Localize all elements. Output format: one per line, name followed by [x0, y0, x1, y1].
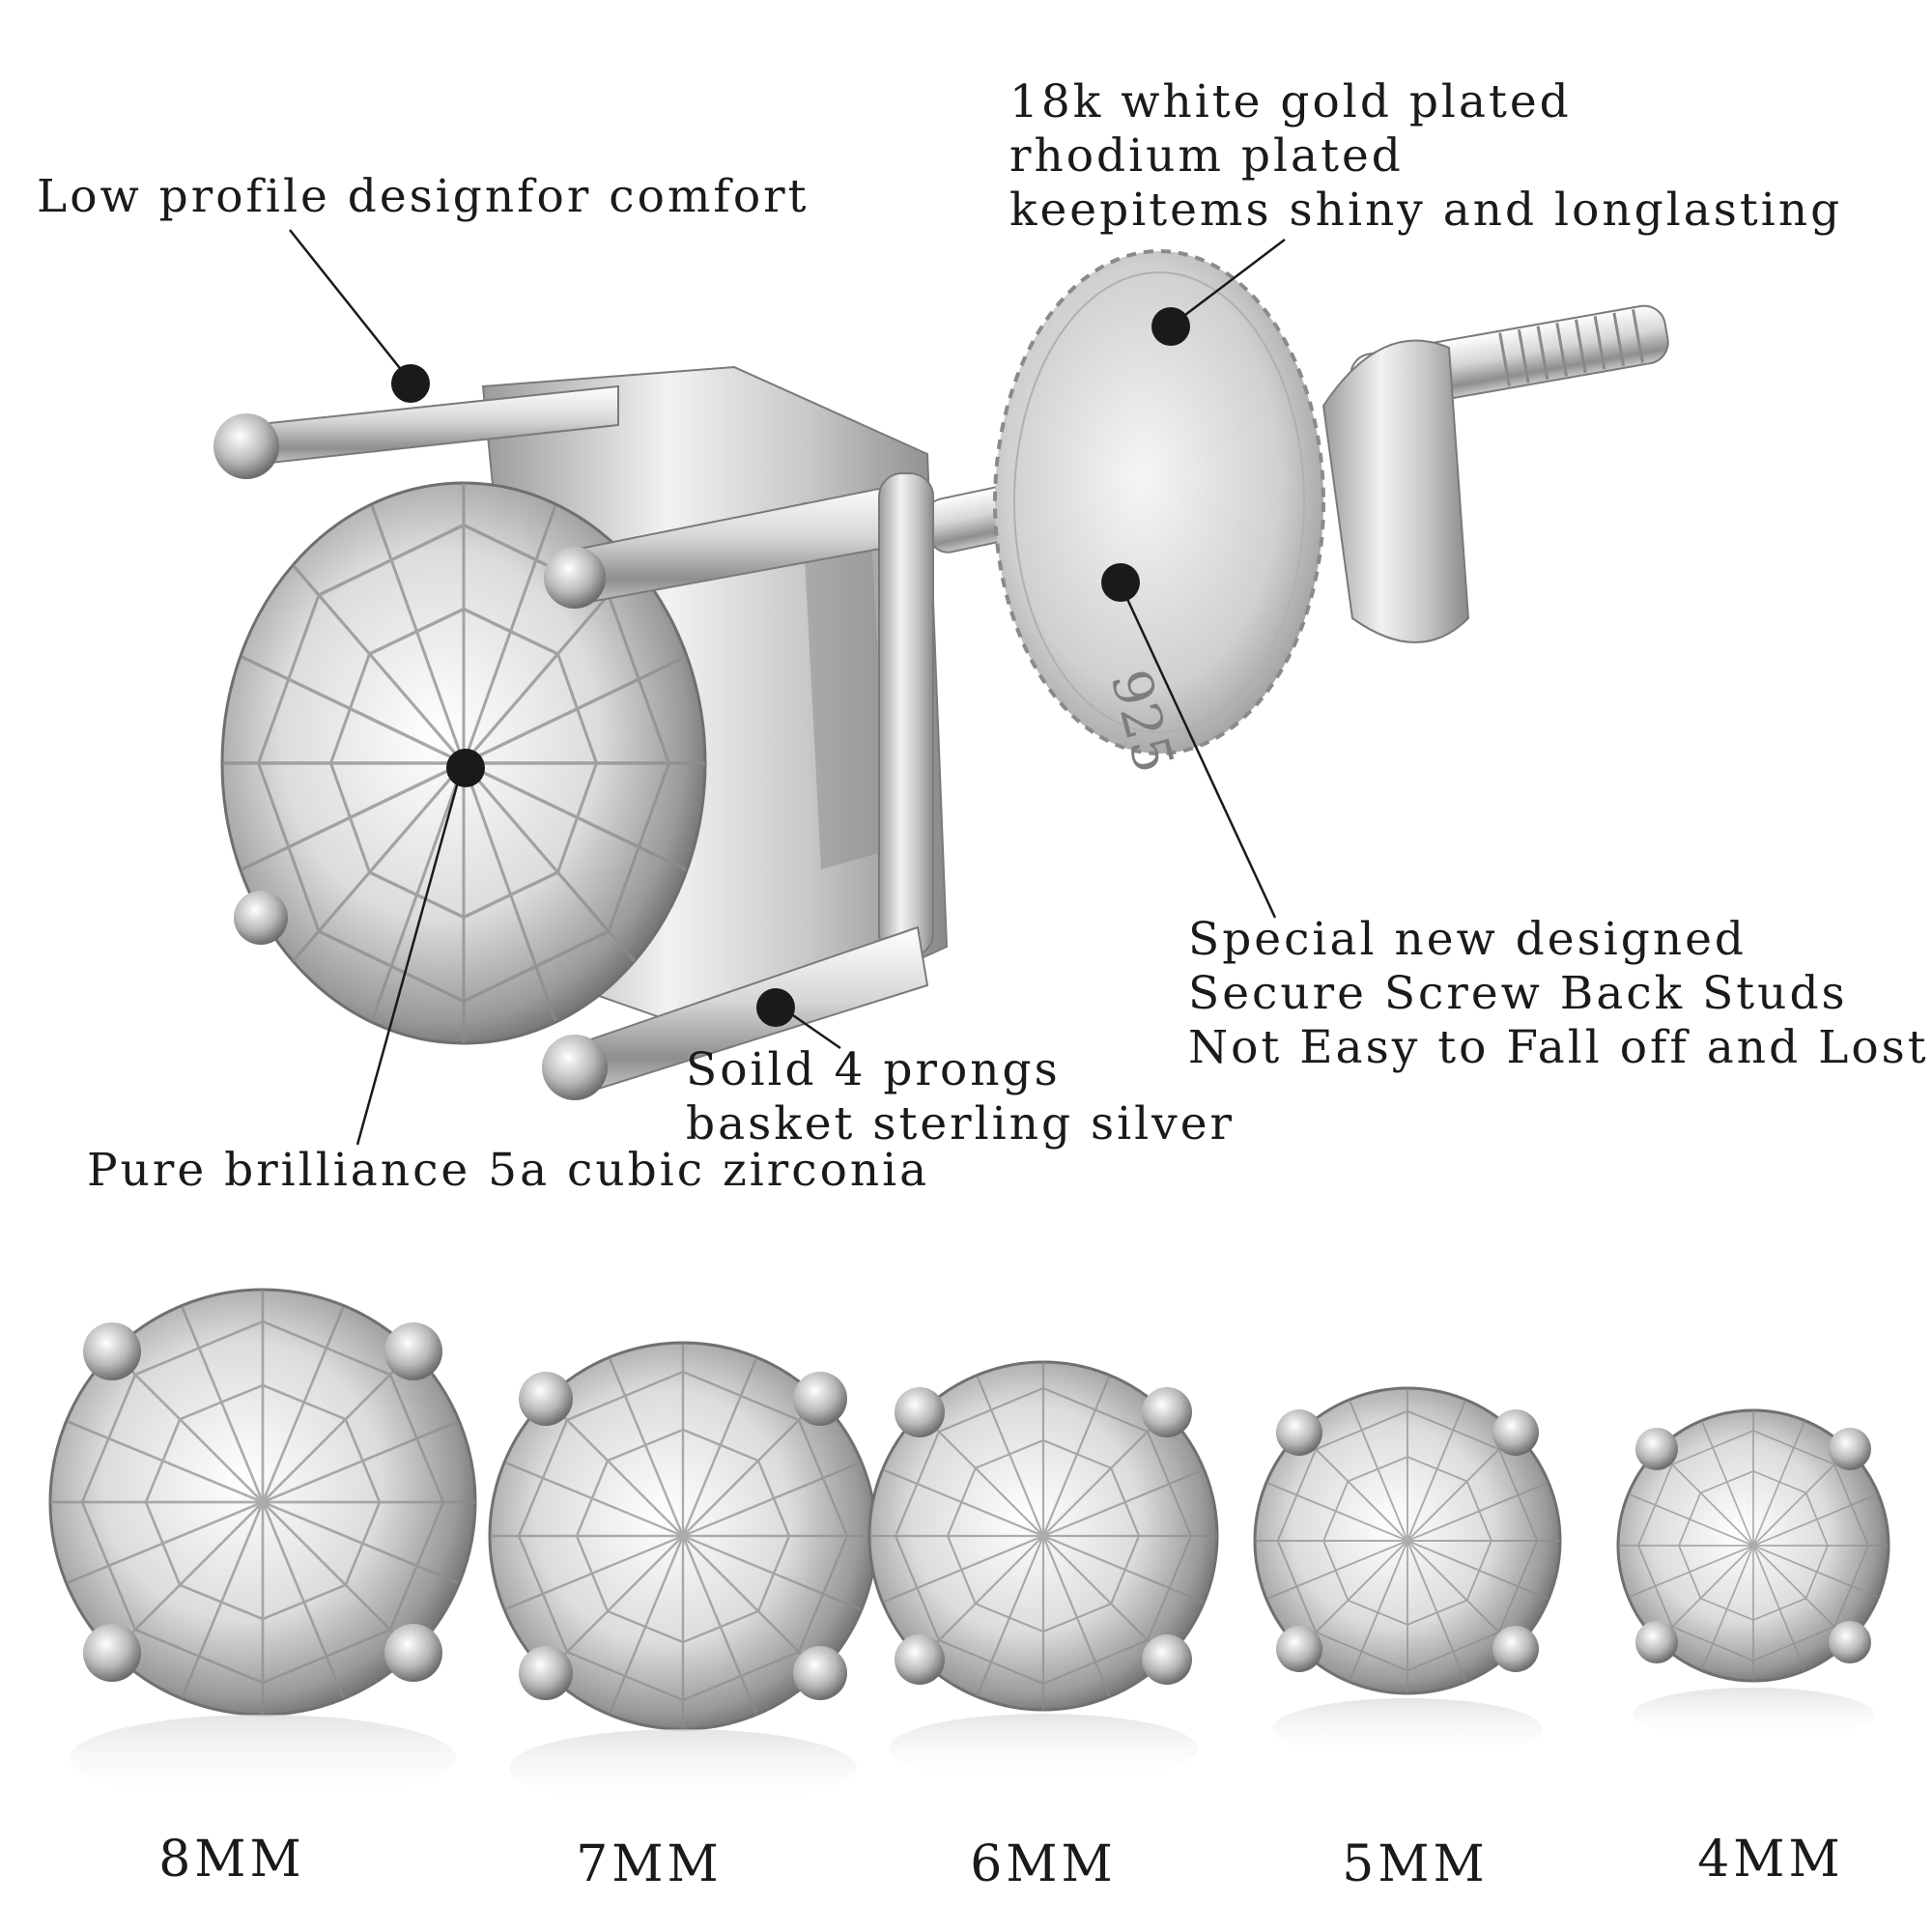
callout-plating-line-1: 18k white gold plated — [1009, 75, 1572, 128]
stud-4mm — [1618, 1410, 1889, 1742]
marker-low-profile — [391, 364, 430, 403]
callout-prongs-line-2: basket sterling silver — [686, 1097, 1236, 1151]
marker-zirconia — [446, 749, 485, 787]
callout-plating: 18k white gold plated rhodium plated kee… — [1009, 75, 1842, 238]
callout-prongs-line-1: Soild 4 prongs — [686, 1043, 1061, 1096]
callout-low-profile: Low profile designfor comfort — [37, 170, 809, 224]
size-label-5mm: 5MM — [1342, 1835, 1489, 1893]
callout-screw-back-line-1: Special new designed — [1188, 913, 1747, 966]
callout-screw-back-line-3: Not Easy to Fall off and Lost — [1188, 1021, 1929, 1074]
callout-zirconia-text: Pure brilliance 5a cubic zirconia — [87, 1144, 930, 1197]
callout-screw-back-line-2: Secure Screw Back Studs — [1188, 967, 1848, 1020]
stud-8mm — [50, 1290, 475, 1802]
marker-prongs — [756, 988, 795, 1027]
screw-back-disc — [993, 249, 1325, 755]
callout-low-profile-text: Low profile designfor comfort — [37, 170, 810, 223]
marker-plating — [1151, 307, 1190, 346]
stud-5mm — [1255, 1388, 1560, 1760]
stud-7mm — [490, 1343, 876, 1806]
size-row — [50, 1290, 1889, 1806]
marker-screw-back — [1101, 563, 1140, 602]
callout-zirconia: Pure brilliance 5a cubic zirconia — [87, 1144, 929, 1198]
size-label-6mm: 6MM — [970, 1835, 1117, 1893]
size-label-4mm: 4MM — [1697, 1831, 1844, 1889]
callout-prongs: Soild 4 prongs basket sterling silver — [686, 1043, 1235, 1151]
callout-screw-back: Special new designed Secure Screw Back S… — [1188, 913, 1929, 1075]
size-label-8mm: 8MM — [158, 1831, 305, 1889]
main-earring: 925 — [213, 229, 1669, 1145]
size-label-7mm: 7MM — [576, 1835, 723, 1893]
stud-6mm — [869, 1362, 1217, 1783]
callout-plating-line-3: keepitems shiny and longlasting — [1009, 184, 1843, 237]
callout-plating-line-2: rhodium plated — [1009, 129, 1404, 183]
